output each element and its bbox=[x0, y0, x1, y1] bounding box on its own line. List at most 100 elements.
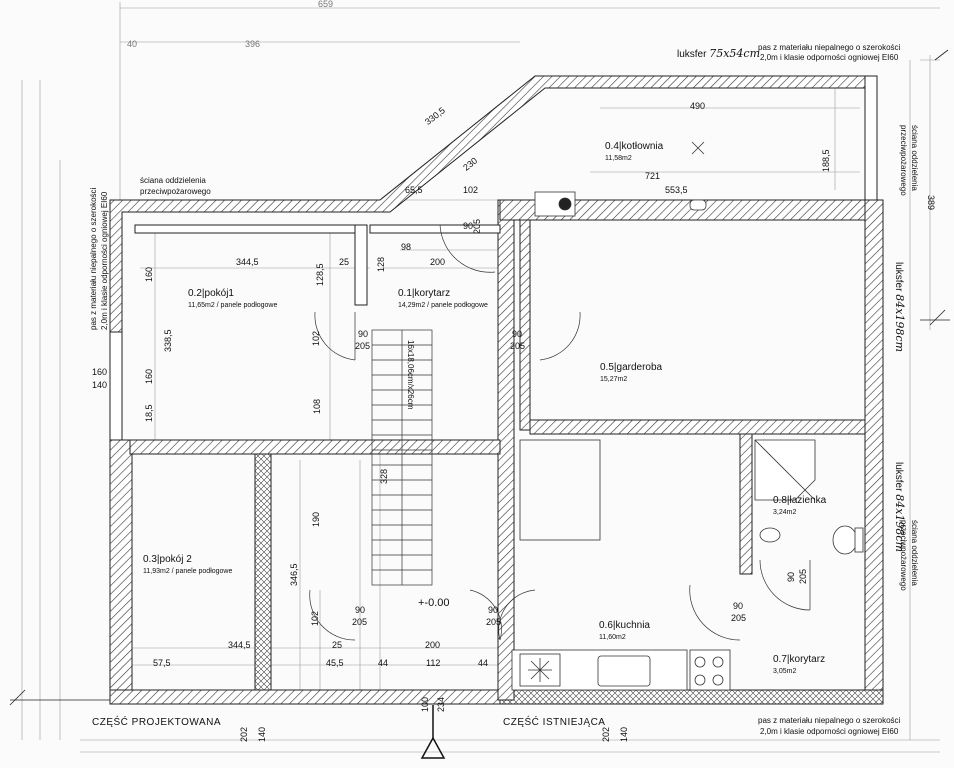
room-0-1-label: 0.1|korytarz bbox=[398, 288, 451, 299]
stairs-drawing bbox=[371, 329, 433, 586]
luksfer-right-note: luksfer 84x198cm bbox=[893, 262, 906, 353]
door-dim-90-d: 90 bbox=[355, 605, 366, 615]
walls bbox=[109, 75, 884, 705]
dim-338-5: 338,5 bbox=[163, 329, 173, 352]
dim-490: 490 bbox=[690, 101, 706, 111]
room-0-1-area: 14,29m2 / panele podłogowe bbox=[398, 302, 488, 309]
door-dim-205-b: 205 bbox=[355, 341, 371, 351]
dim-553-5: 553,5 bbox=[665, 185, 688, 195]
room-0-8-label: 0.8|łazienka bbox=[773, 495, 827, 506]
dim-344-5: 344,5 bbox=[236, 257, 259, 267]
dim-721: 721 bbox=[645, 171, 661, 181]
wall-left-note-1: ściana oddzielenia bbox=[140, 176, 206, 185]
room-0-5-area: 15,27m2 bbox=[600, 376, 628, 383]
door-dim-205-e: 205 bbox=[486, 617, 502, 627]
dim-346-5: 346,5 bbox=[289, 563, 299, 586]
door-dim-205-f: 205 bbox=[731, 613, 747, 623]
room-0-2-area: 11,65m2 / panele podłogowe bbox=[188, 302, 278, 309]
dim-40: 40 bbox=[127, 39, 138, 49]
dim-128: 128 bbox=[376, 256, 386, 272]
pas-top-note-2: 2,0m i klasie odporności ogniowej EI60 bbox=[760, 53, 899, 62]
dim-102-b: 102 bbox=[311, 330, 321, 346]
wall-left-note-2: przeciwpożarowego bbox=[140, 187, 211, 196]
dim-102: 102 bbox=[463, 185, 479, 195]
room-0-3-area: 11,93m2 / panele podłogowe bbox=[143, 568, 233, 575]
section-marks bbox=[9, 49, 950, 706]
boiler-fixtures bbox=[534, 141, 707, 217]
room-0-8-area: 3,24m2 bbox=[773, 509, 797, 516]
dim-112: 112 bbox=[426, 658, 441, 668]
door-dim-205-c: 205 bbox=[510, 341, 526, 351]
dim-102-c: 102 bbox=[310, 610, 320, 626]
dim-328: 328 bbox=[379, 468, 389, 484]
dim-100: 100 bbox=[420, 696, 430, 712]
snowflake-icon bbox=[528, 658, 552, 682]
dim-108: 108 bbox=[312, 398, 322, 414]
wall-right-note-1: ściana oddzielenia bbox=[910, 125, 919, 191]
door-dim-90-e: 90 bbox=[488, 605, 499, 615]
room-0-4-label: 0.4|kotłownia bbox=[605, 141, 664, 152]
dim-188-5: 188,5 bbox=[821, 149, 831, 172]
dim-202: 202 bbox=[239, 726, 249, 742]
door-dim-90-f: 90 bbox=[733, 601, 744, 611]
dim-234: 234 bbox=[436, 696, 446, 712]
bathroom-fixtures bbox=[754, 439, 864, 555]
wall-right-lower-note-2: przeciwpożarowego bbox=[899, 520, 908, 591]
room-0-2-label: 0.2|pokój1 bbox=[188, 288, 234, 299]
level-label: +-0.00 bbox=[418, 597, 450, 609]
room-0-5-label: 0.5|garderoba bbox=[600, 362, 663, 373]
dim-25: 25 bbox=[339, 257, 350, 267]
door-dim-90-g: 90 bbox=[786, 571, 796, 582]
dim-65-5: 65,5 bbox=[405, 185, 423, 195]
dim-659: 659 bbox=[318, 0, 334, 9]
dim-190: 190 bbox=[311, 511, 321, 527]
dim-202-b: 202 bbox=[601, 726, 611, 742]
dim-389: 389 bbox=[926, 195, 936, 211]
door-dim-90-a: 90 bbox=[463, 221, 474, 231]
dim-98: 98 bbox=[401, 242, 412, 252]
dim-160: 160 bbox=[144, 266, 154, 282]
door-dim-205-g: 205 bbox=[798, 568, 808, 584]
dimension-lines bbox=[21, 2, 940, 753]
luksfer-top-note: luksfer 75x54cm bbox=[677, 47, 761, 60]
dim-396: 396 bbox=[245, 39, 261, 49]
dim-160-left: 160 bbox=[92, 367, 108, 377]
door-swings bbox=[309, 224, 811, 641]
pas-left-note-2: 2,0m i klasie odporności ogniowej EI60 bbox=[100, 191, 109, 330]
room-0-7-label: 0.7|korytarz bbox=[773, 654, 826, 665]
pas-left-note-1: pas z materiału niepalnego o szerokości bbox=[89, 187, 98, 330]
dim-200: 200 bbox=[430, 257, 446, 267]
pas-bottom-note-1: pas z materiału niepalnego o szerokości bbox=[758, 716, 901, 725]
dim-140: 140 bbox=[257, 726, 267, 742]
part-existing-label: CZĘŚĆ ISTNIEJĄCA bbox=[503, 717, 606, 728]
room-0-6-area: 11,60m2 bbox=[599, 634, 626, 641]
room-0-6-label: 0.6|kuchnia bbox=[599, 620, 650, 631]
dim-45-5: 45,5 bbox=[326, 658, 344, 668]
dim-140-left: 140 bbox=[92, 380, 108, 390]
room-0-4-area: 11,58m2 bbox=[605, 155, 632, 162]
dim-25-b: 25 bbox=[332, 640, 343, 650]
dim-18-5: 18,5 bbox=[144, 404, 154, 422]
dim-344-5-b: 344,5 bbox=[228, 640, 251, 650]
room-0-3-label: 0.3|pokój 2 bbox=[143, 554, 192, 565]
wall-right-note-2: przeciwpożarowego bbox=[899, 125, 908, 196]
dim-128-5: 128,5 bbox=[315, 263, 325, 286]
door-dim-205-a: 205 bbox=[472, 218, 482, 234]
dim-200-b: 200 bbox=[425, 640, 441, 650]
pas-bottom-note-2: 2,0m i klasie odporności ogniowej EI60 bbox=[760, 727, 899, 736]
pas-top-note-1: pas z materiału niepalnego o szerokości bbox=[758, 43, 901, 52]
door-dim-205-d: 205 bbox=[352, 617, 368, 627]
dim-140-b: 140 bbox=[619, 726, 629, 742]
part-projected-label: CZĘŚĆ PROJEKTOWANA bbox=[92, 717, 222, 728]
dim-44-b: 44 bbox=[478, 658, 489, 668]
door-dim-90-c: 90 bbox=[512, 329, 523, 339]
door-dim-90-b: 90 bbox=[358, 329, 369, 339]
stairs-label: 16x18,06cm/x26cm bbox=[406, 340, 415, 410]
kitchen-fixtures bbox=[511, 439, 731, 691]
wall-right-lower-note-1: ściana oddzielenia bbox=[910, 520, 919, 586]
room-0-7-area: 3,05m2 bbox=[773, 668, 797, 675]
dim-44: 44 bbox=[378, 658, 389, 668]
entrance-arrow-icon bbox=[420, 705, 446, 759]
